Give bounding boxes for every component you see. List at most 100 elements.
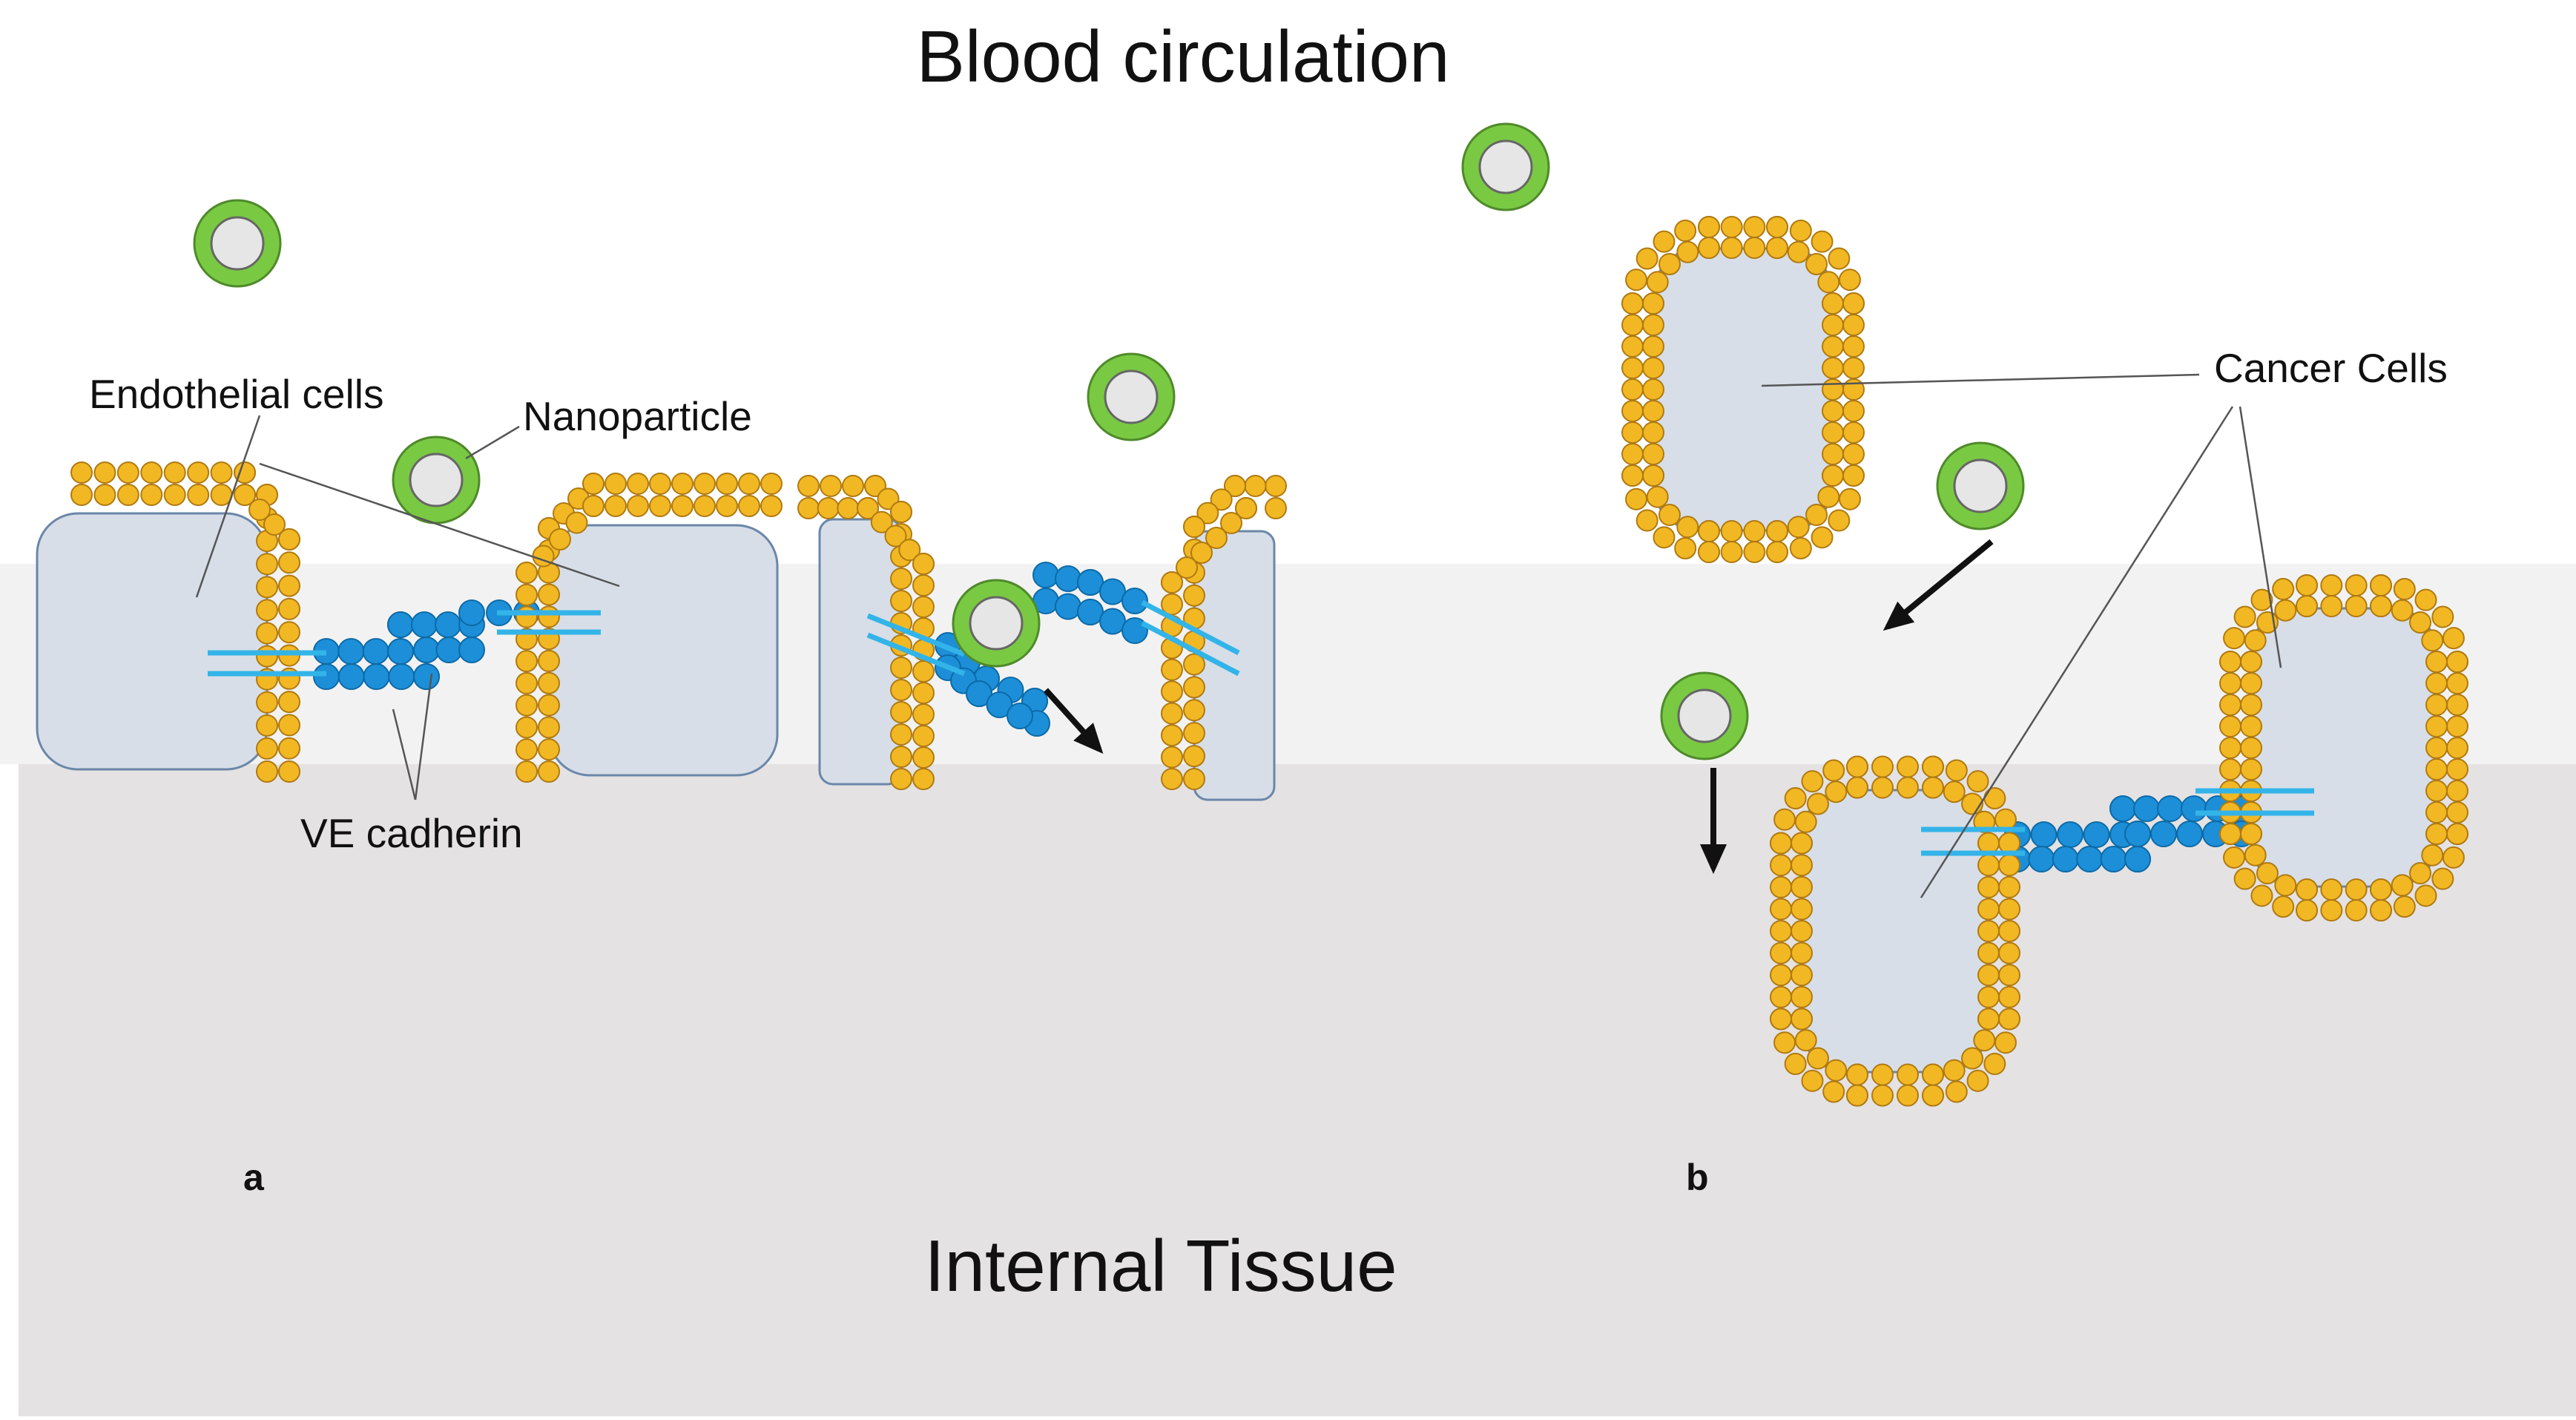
cadherin-bead: [387, 611, 414, 638]
lipid-bead: [1871, 755, 1894, 778]
lipid-bead: [817, 497, 840, 519]
lipid-bead: [278, 597, 300, 620]
cadherin-bead: [2150, 821, 2177, 847]
lipid-bead: [1196, 502, 1219, 525]
lipid-bead: [515, 760, 538, 783]
lipid-bead: [116, 484, 139, 506]
lipid-bead: [515, 738, 538, 761]
lipid-bead: [649, 473, 671, 495]
lipid-bead: [1897, 755, 1919, 778]
lipid-bead: [1825, 1059, 1848, 1082]
nanoparticle-core: [409, 453, 464, 507]
lipid-bead: [1625, 487, 1648, 510]
lipid-bead: [1817, 485, 1840, 508]
lipid-bead: [1161, 724, 1183, 747]
lipid-bead: [2446, 823, 2468, 845]
lipid-bead: [890, 590, 912, 612]
cadherin-bead: [2076, 846, 2104, 872]
lipid-bead: [1235, 497, 1257, 519]
lipid-bead: [1698, 216, 1720, 238]
cadherin-strand: [1141, 599, 1240, 656]
lipid-bead: [2431, 867, 2454, 890]
lipid-bead: [2446, 758, 2468, 780]
lipid-bead: [1977, 832, 2000, 855]
lipid-bead: [2345, 899, 2368, 921]
lipid-bead: [1994, 1031, 2017, 1054]
lipid-bead: [1922, 1063, 1944, 1086]
lipid-bead: [2391, 874, 2414, 897]
lipid-bead: [2240, 823, 2262, 845]
lipid-bead: [1720, 541, 1743, 563]
arrowhead: [1700, 844, 1727, 874]
lipid-bead: [2345, 878, 2368, 901]
lipid-bead: [912, 596, 935, 618]
lipid-bead: [1621, 314, 1644, 336]
lipid-bead: [1698, 520, 1720, 542]
lipid-bead: [1922, 776, 1944, 799]
lipid-bead: [1961, 1047, 1984, 1070]
lipid-bead: [234, 484, 256, 506]
lipid-bead: [2240, 737, 2262, 759]
lipid-bead: [2274, 599, 2297, 622]
nanoparticle-core: [1478, 139, 1533, 194]
lipid-bead: [1811, 526, 1834, 549]
label-cancer-cells: Cancer Cells: [2214, 345, 2448, 391]
lipid-bead: [1770, 964, 1792, 987]
lipid-bead: [1998, 875, 2020, 898]
lipid-bead: [1621, 464, 1644, 487]
leader-line: [195, 415, 261, 598]
lipid-bead: [1791, 941, 1813, 964]
lipid-bead: [1621, 335, 1644, 358]
title-blood-circulation: Blood circulation: [916, 16, 1449, 97]
lipid-bead: [2250, 884, 2273, 907]
lipid-bead: [1642, 400, 1664, 422]
cell-body: [1801, 789, 1989, 1074]
lipid-bead: [1743, 216, 1766, 238]
cadherin-bead: [313, 663, 340, 690]
cadherin-bead: [411, 611, 438, 638]
lipid-bead: [1871, 776, 1894, 799]
lipid-bead: [1770, 898, 1792, 921]
cadherin-bead: [966, 680, 992, 707]
lipid-bead: [857, 497, 879, 519]
lipid-bead: [671, 495, 694, 517]
lipid-bead: [649, 495, 671, 517]
leader-line: [1920, 406, 2234, 898]
lipid-bead: [898, 539, 921, 562]
lipid-bead: [1842, 314, 1865, 336]
lipid-bead: [1811, 230, 1834, 253]
lipid-bead: [2296, 595, 2318, 617]
lipid-bead: [2421, 844, 2444, 867]
lipid-bead: [1642, 443, 1664, 465]
lipid-bead: [2446, 780, 2468, 802]
cadherin-bead: [1121, 588, 1148, 614]
leader-lines-layer: [195, 373, 2282, 898]
lipid-bead: [1770, 854, 1792, 877]
nanoparticle-core: [210, 216, 265, 271]
lipid-bead: [2240, 651, 2262, 673]
lipid-bead: [1183, 722, 1205, 745]
lipid-bead: [2446, 672, 2468, 694]
lipid-bead: [70, 461, 93, 484]
lipid-bead: [820, 475, 842, 497]
lipid-bead: [2425, 715, 2448, 737]
lipid-bead: [278, 737, 300, 760]
cadherin-bead: [435, 611, 461, 638]
tissue-background: [19, 764, 2576, 1416]
lipid-bead: [1791, 875, 1813, 898]
panel-label-b: b: [1686, 1157, 1709, 1198]
lipid-bead: [1220, 512, 1242, 534]
lipid-bead: [716, 473, 738, 495]
lipid-bead: [515, 650, 538, 673]
lipid-bead: [1806, 792, 1829, 815]
lipid-bead: [263, 513, 286, 536]
lipid-bead: [2393, 578, 2416, 601]
cadherin-bead: [337, 638, 365, 665]
lipid-bead: [1770, 832, 1792, 855]
lipid-bead: [1698, 541, 1720, 563]
lipid-bead: [1789, 220, 1812, 243]
lipid-bead: [1998, 985, 2020, 1008]
lipid-bead: [515, 716, 538, 739]
cadherin-bead: [2157, 795, 2184, 822]
lipid-bead: [1698, 237, 1720, 259]
